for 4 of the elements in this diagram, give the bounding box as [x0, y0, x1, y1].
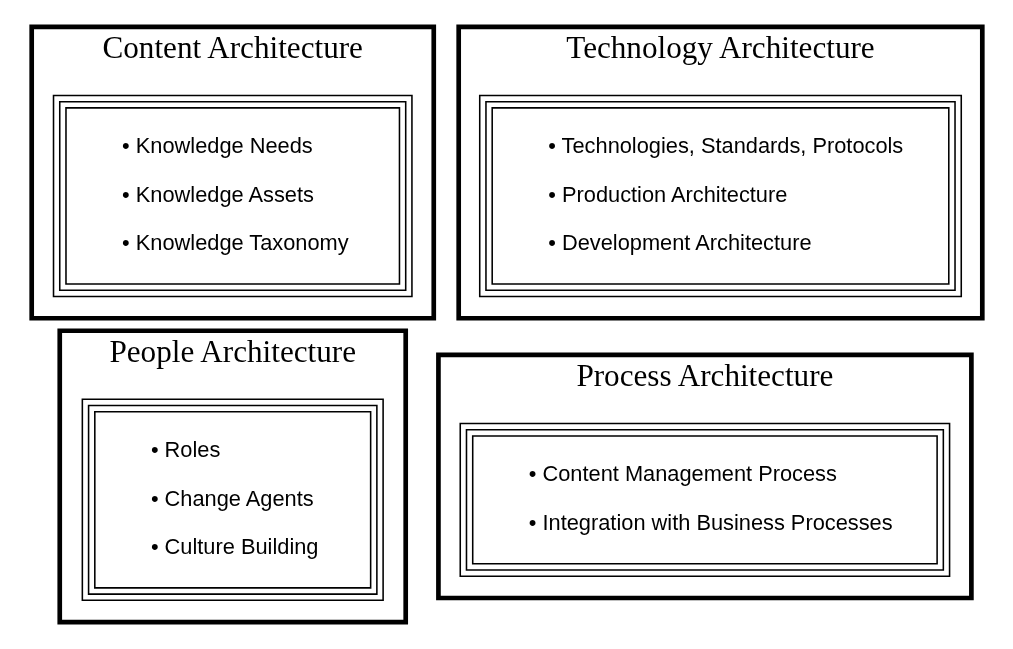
node-box: • Technologies, Standards, Protocols • Production Architecture • Development Architecture — [478, 94, 962, 298]
node-box: • Content Management Process • Integration with Business Processes — [458, 422, 950, 577]
node-box: • Knowledge Needs • Knowledge Assets • Knowledge Taxonomy — [52, 94, 413, 298]
node-box: • Roles • Change Agents • Culture Building — [81, 398, 384, 602]
